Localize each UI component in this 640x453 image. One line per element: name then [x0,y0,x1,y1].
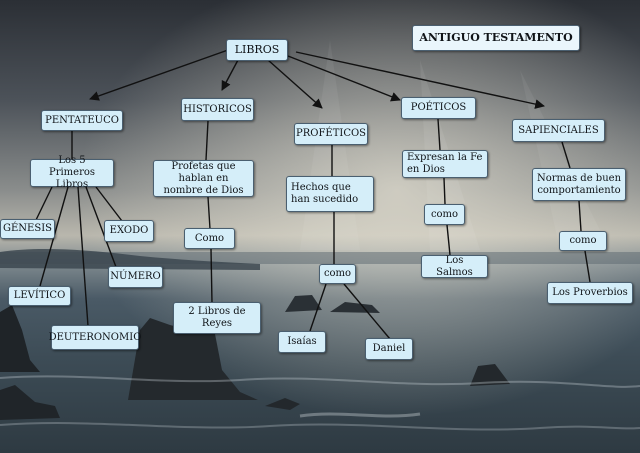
node-historicos-link: Como [184,228,235,249]
node-exodo: EXODO [104,220,154,242]
node-los-salmos: Los Salmos [421,255,488,278]
node-pentateuco-desc: Los 5 Primeros Libros [30,155,114,190]
node-los-proverbios: Los Proverbios [547,282,633,304]
node-sapienciales-link: como [559,231,607,251]
node-libros: LIBROS [226,39,288,61]
node-poeticos-desc: Expresan la Fe en Dios [402,150,488,178]
arrow-root-poeticos [287,55,401,102]
arrow-root-pentateuco [89,49,229,101]
arrow-root-profeticos [267,59,323,109]
node-2-libros-de-reyes: 2 Libros de Reyes [173,302,261,334]
node-pentateuco: PENTATEUCO [41,110,123,131]
diagram-title: ANTIGUO TESTAMENTO [412,25,580,51]
node-historicos: HISTORICOS [181,98,254,121]
arrow-root-sapienciales [295,51,545,109]
node-profeticos: PROFÉTICOS [294,123,368,145]
node-profeticos-link: como [319,264,356,284]
node-poeticos: POÉTICOS [401,97,476,119]
node-sapienciales-desc: Normas de buen comportamiento [532,168,626,201]
node-deuteronomio: DEUTERONOMIO [49,325,141,350]
node-sapienciales: SAPIENCIALES [512,119,605,142]
node-numero: NÚMERO [108,266,163,288]
node-isaias: Isaías [278,331,326,353]
node-genesis: GÉNESIS [0,219,55,239]
node-historicos-desc: Profetas que hablan en nombre de Dios [153,160,254,197]
arrow-root-historicos [221,59,239,91]
node-daniel: Daniel [365,338,413,360]
node-poeticos-link: como [424,204,465,225]
node-levitico: LEVÍTICO [8,286,71,306]
node-profeticos-desc: Hechos que han sucedido [286,176,374,212]
